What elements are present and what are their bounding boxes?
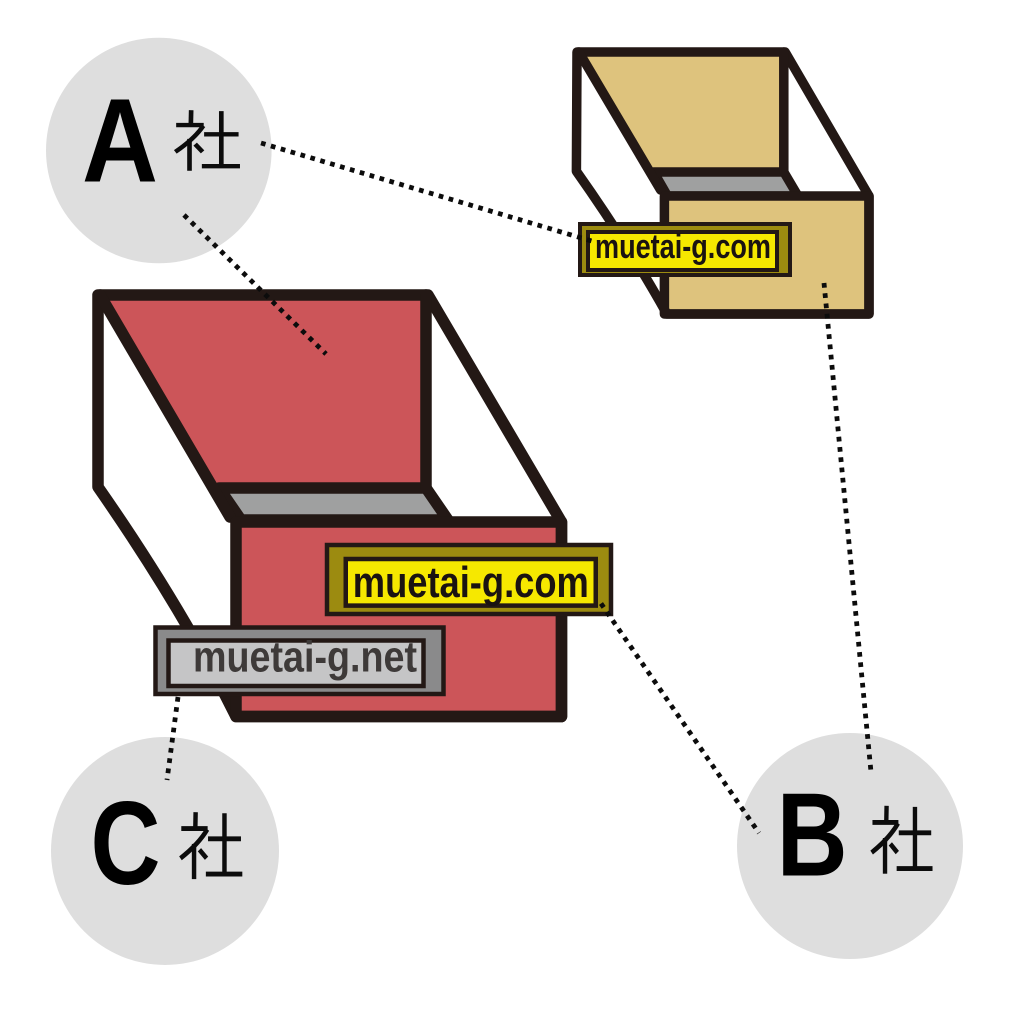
svg-text:muetai-g.com: muetai-g.com	[595, 228, 771, 266]
svg-text:muetai-g.com: muetai-g.com	[353, 558, 589, 607]
svg-text:C: C	[91, 777, 161, 910]
svg-text:A: A	[82, 74, 158, 207]
svg-text:muetai-g.net: muetai-g.net	[193, 633, 417, 682]
svg-text:B: B	[777, 769, 848, 902]
